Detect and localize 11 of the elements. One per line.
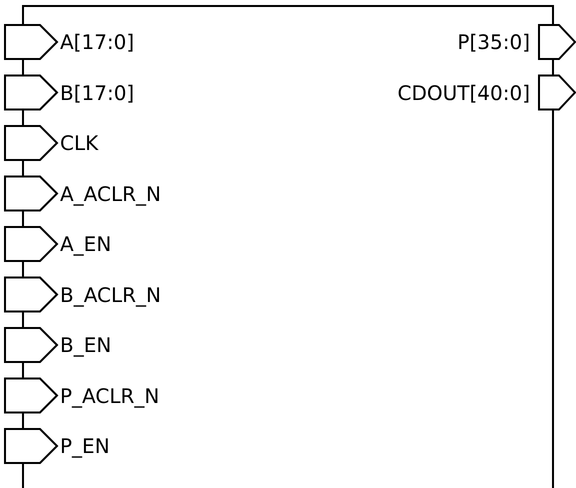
pin-label: A[17:0] bbox=[60, 30, 134, 54]
pin-label: A_ACLR_N bbox=[60, 182, 161, 206]
pin-label: P_ACLR_N bbox=[60, 384, 160, 408]
pin-label: CDOUT[40:0] bbox=[398, 80, 530, 104]
pin-label: B_ACLR_N bbox=[60, 282, 162, 306]
pin-label: CLK bbox=[60, 131, 98, 155]
pin-label: P[35:0] bbox=[457, 30, 530, 54]
pin-label: B[17:0] bbox=[60, 80, 134, 104]
pin-label: P_EN bbox=[60, 434, 110, 458]
pin-label: A_EN bbox=[60, 232, 112, 256]
pin-label: B_EN bbox=[60, 333, 112, 357]
